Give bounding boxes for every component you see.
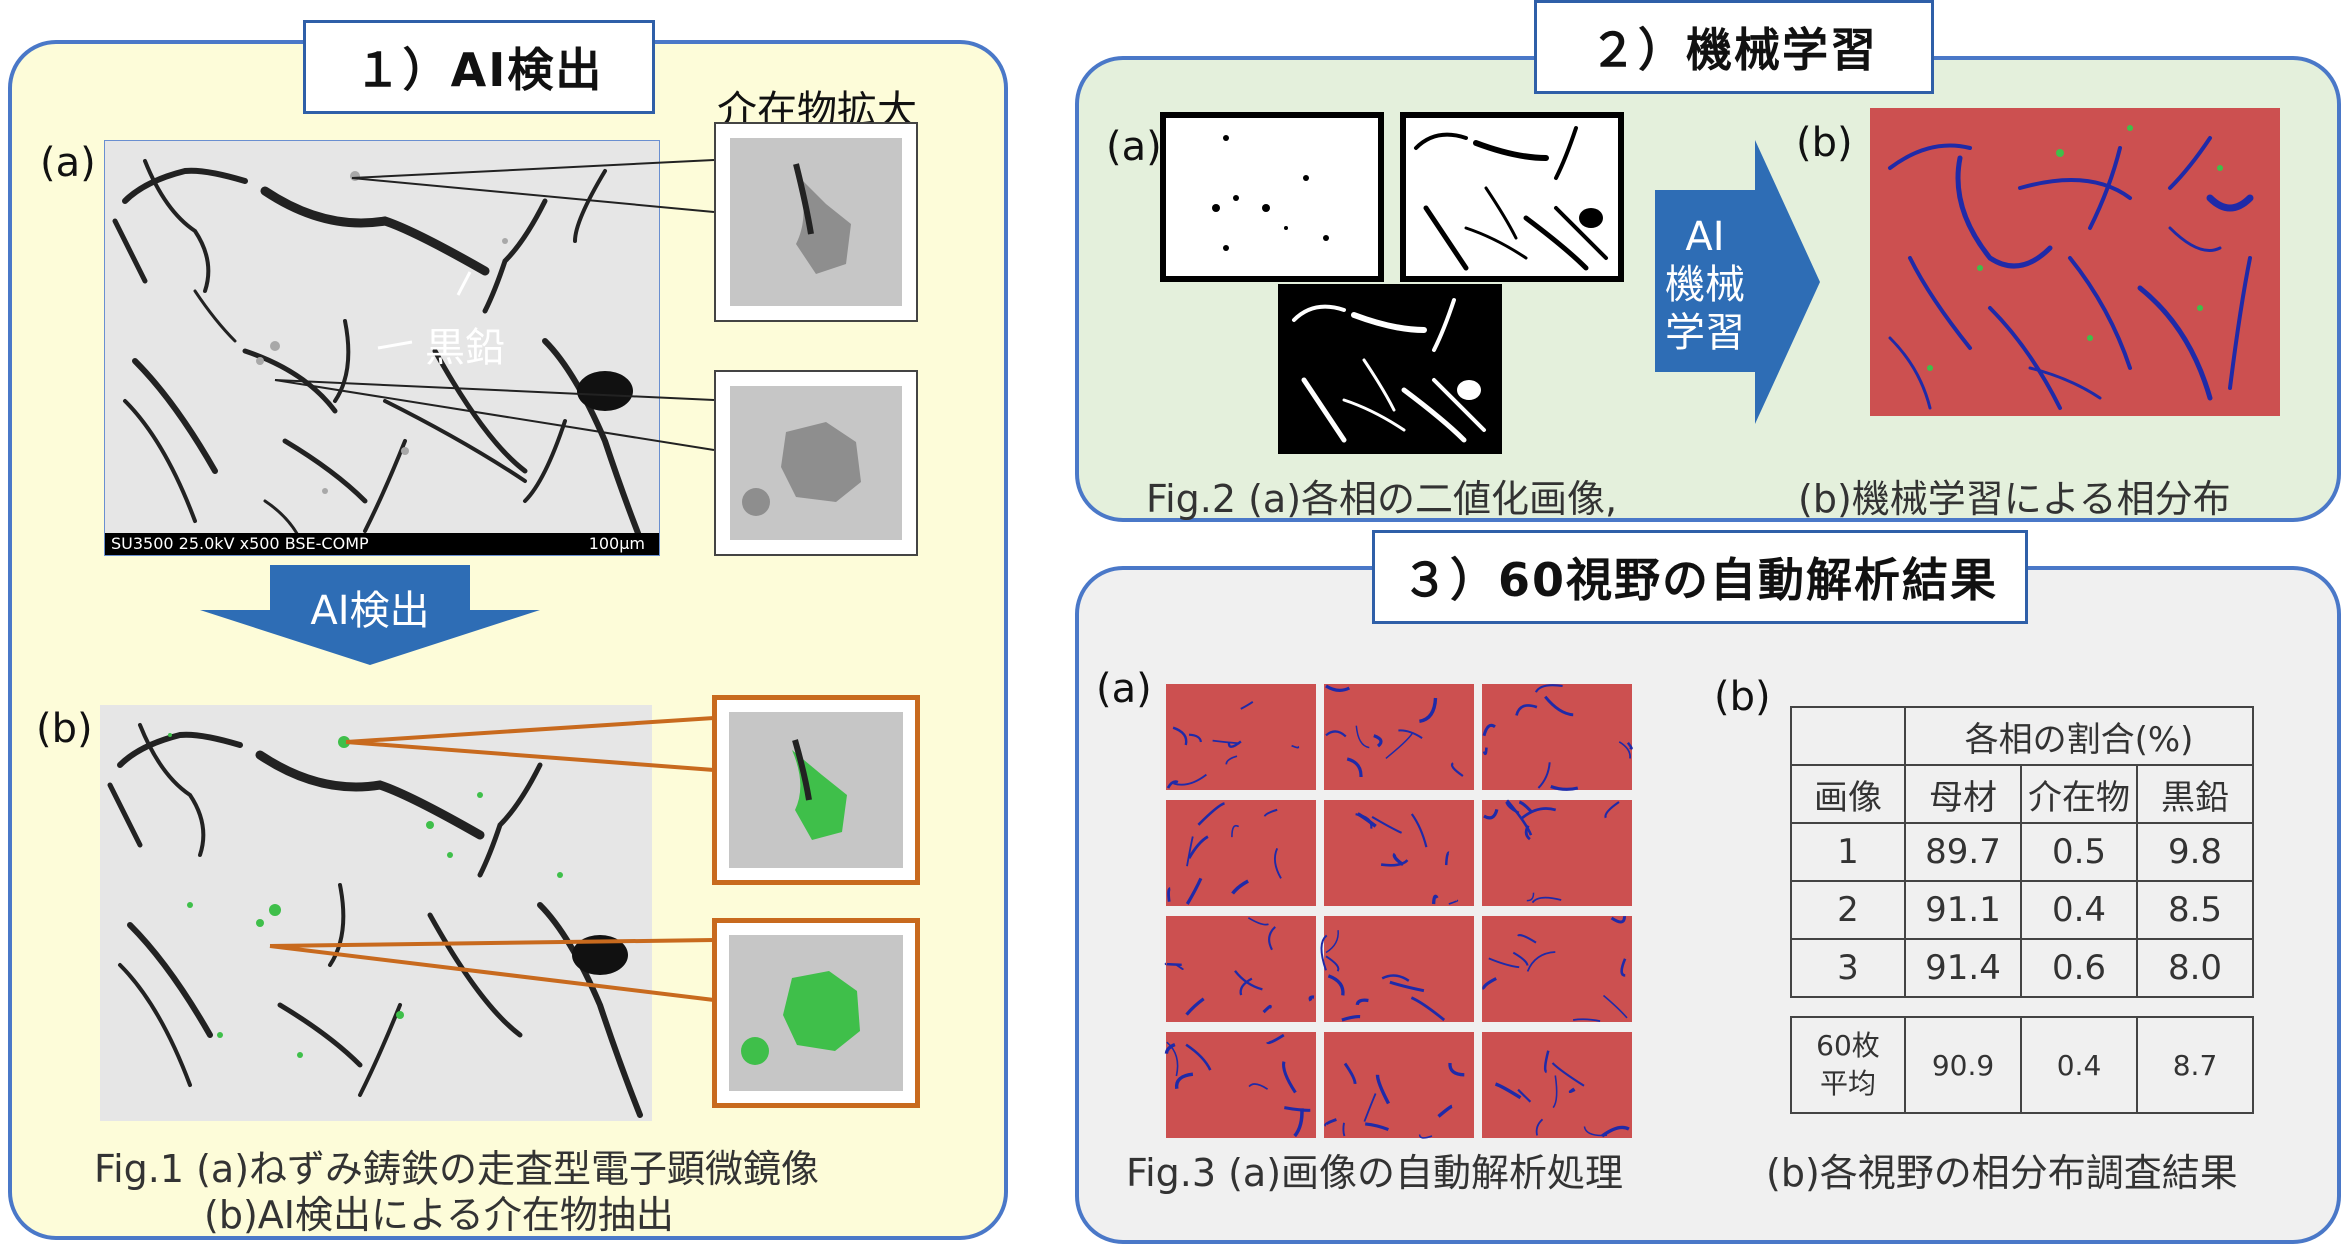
fig2-caption-b: (b)機械学習による相分布 (1798, 477, 2231, 521)
avg-label-line2: 平均 (1819, 1067, 1876, 1100)
cell-matrix: 91.1 (1904, 880, 2022, 940)
fig3-caption-b: (b)各視野の相分布調査結果 (1766, 1151, 2238, 1195)
panel2-title: ２）機械学習 (1534, 0, 1934, 94)
th-blank (1790, 706, 1906, 766)
cell-inclusion: 0.5 (2020, 822, 2138, 882)
zoom-box-b2 (712, 918, 920, 1108)
fig2-label-b: (b) (1796, 120, 1853, 166)
fig3-label-a: (a) (1096, 666, 1152, 712)
fig2-label-a: (a) (1106, 124, 1162, 170)
binary-image-matrix (1278, 284, 1502, 454)
fig1-caption-line1: Fig.1 (a)ねずみ鋳鉄の走査型電子顕微鏡像 (94, 1147, 820, 1191)
sem-info-bar: SU3500 25.0kV x500 BSE-COMP 100μm (105, 533, 659, 555)
table-row: 3 91.4 0.6 8.0 (1790, 938, 2254, 998)
zoom-box-a1 (714, 122, 918, 322)
ml-arrow-label-2: 機械 (1665, 262, 1745, 308)
cell-id: 2 (1790, 880, 1906, 940)
average-table: 60枚 平均 90.9 0.4 8.7 (1790, 1016, 2254, 1114)
sem-image-b (100, 705, 652, 1121)
fig3-caption-a: Fig.3 (a)画像の自動解析処理 (1126, 1151, 1624, 1195)
cell-inclusion: 0.6 (2020, 938, 2138, 998)
fig3-label-b: (b) (1714, 674, 1771, 720)
fig1-label-a: (a) (40, 140, 96, 186)
table-row: 2 91.1 0.4 8.5 (1790, 880, 2254, 940)
binary-image-inclusion (1160, 112, 1384, 282)
fig1-label-b: (b) (36, 706, 93, 752)
th-matrix: 母材 (1904, 764, 2022, 824)
cell-graphite: 8.5 (2136, 880, 2254, 940)
th-group: 各相の割合(%) (1904, 706, 2254, 766)
graphite-label: 黒鉛 (425, 325, 505, 371)
fig1-caption-line2: (b)AI検出による介在物抽出 (204, 1193, 674, 1237)
cell-id: 3 (1790, 938, 1906, 998)
zoom-box-a2 (714, 370, 918, 556)
zoom-box-b1 (712, 695, 920, 885)
phase-distribution-image (1870, 108, 2280, 416)
th-image: 画像 (1790, 764, 1906, 824)
binary-image-graphite (1400, 112, 1624, 282)
panel1-title: １）AI検出 (303, 20, 655, 114)
down-arrow-label: AI検出 (310, 588, 430, 634)
panel3-title: ３）60視野の自動解析結果 (1372, 530, 2028, 624)
cell-matrix: 89.7 (1904, 822, 2022, 882)
avg-label: 60枚 平均 (1790, 1016, 1906, 1114)
avg-matrix: 90.9 (1904, 1016, 2022, 1114)
avg-inclusion: 0.4 (2020, 1016, 2138, 1114)
sem-info-text: SU3500 25.0kV x500 BSE-COMP (111, 534, 369, 553)
cell-id: 1 (1790, 822, 1906, 882)
cell-matrix: 91.4 (1904, 938, 2022, 998)
fig2-caption-a: Fig.2 (a)各相の二値化画像, (1146, 477, 1618, 521)
cell-graphite: 9.8 (2136, 822, 2254, 882)
sem-image-a: SU3500 25.0kV x500 BSE-COMP 100μm (104, 140, 660, 556)
avg-label-line1: 60枚 (1816, 1029, 1880, 1062)
results-table: 各相の割合(%) 画像 母材 介在物 黒鉛 1 89.7 0.5 9.8 2 9… (1790, 706, 2254, 998)
scale-bar-text: 100μm (588, 534, 645, 553)
table-row: 1 89.7 0.5 9.8 (1790, 822, 2254, 882)
cell-inclusion: 0.4 (2020, 880, 2138, 940)
th-graphite: 黒鉛 (2136, 764, 2254, 824)
ml-arrow-label-3: 学習 (1665, 310, 1745, 356)
avg-graphite: 8.7 (2136, 1016, 2254, 1114)
cell-graphite: 8.0 (2136, 938, 2254, 998)
results-table-wrap: 各相の割合(%) 画像 母材 介在物 黒鉛 1 89.7 0.5 9.8 2 9… (1790, 706, 2254, 1114)
th-inclusion: 介在物 (2020, 764, 2138, 824)
ml-arrow-label-1: AI (1685, 214, 1725, 260)
